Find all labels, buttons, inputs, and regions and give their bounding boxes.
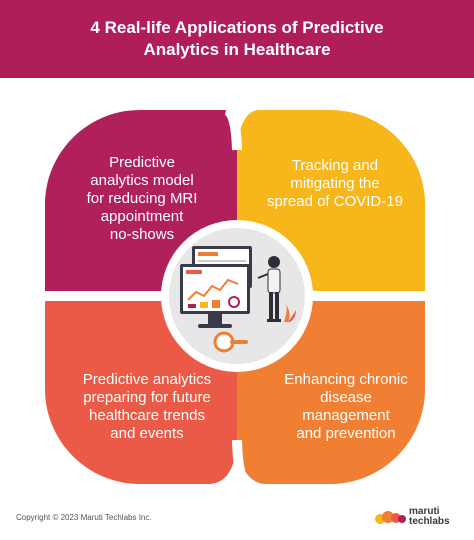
title-line-2: Analytics in Healthcare bbox=[143, 40, 331, 59]
quadrant-4-text: Enhancing chronic disease management and… bbox=[284, 371, 408, 442]
brand-logo: maruti techlabs bbox=[374, 507, 450, 527]
brand-line-1: maruti bbox=[409, 506, 440, 517]
quadrant-1-text: Predictive analytics model for reducing … bbox=[86, 154, 198, 243]
brand-mark-icon bbox=[375, 511, 406, 524]
copyright-text: Copyright © 2023 Maruti Techlabs Inc. bbox=[16, 513, 152, 522]
brand-line-2: techlabs bbox=[409, 516, 450, 527]
header-banner: 4 Real-life Applications of Predictive A… bbox=[0, 0, 474, 78]
title-line-1: 4 Real-life Applications of Predictive bbox=[90, 18, 384, 37]
quadrant-3-text: Predictive analytics preparing for futur… bbox=[82, 371, 212, 442]
analytics-dashboard-person-icon bbox=[169, 228, 305, 364]
brand-wordmark: maruti techlabs bbox=[409, 507, 450, 527]
quadrant-2-text: Tracking and mitigating the spread of CO… bbox=[267, 157, 403, 210]
page-title: 4 Real-life Applications of Predictive A… bbox=[37, 17, 437, 61]
separator-top bbox=[223, 105, 242, 151]
separator-bottom bbox=[232, 439, 252, 491]
